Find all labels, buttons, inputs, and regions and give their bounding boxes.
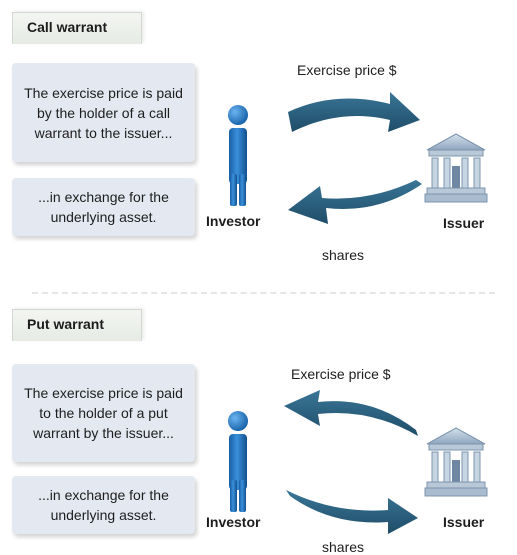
curved-arrow-icon: [284, 390, 418, 436]
call-warrant-exchange-text: ...in exchange for the underlying asset.: [38, 189, 169, 225]
bank-building-icon: [424, 427, 488, 497]
exercise-price-label: Exercise price $: [297, 62, 397, 78]
person-icon: [228, 105, 248, 206]
bank-building-icon: [424, 133, 488, 203]
call-warrant-description-text: The exercise price is paid by the holder…: [24, 84, 183, 141]
shares-label: shares: [322, 247, 365, 263]
issuer-label: Issuer: [443, 215, 485, 231]
shares-label: shares: [322, 539, 365, 555]
exercise-price-label: Exercise price $: [291, 366, 391, 382]
issuer-label: Issuer: [443, 514, 485, 530]
person-icon: [228, 411, 248, 512]
put-warrant-description-text: The exercise price is paid to the holder…: [24, 385, 183, 441]
curved-arrow-icon: [286, 490, 418, 534]
call-warrant-description-box: The exercise price is paid by the holder…: [12, 63, 195, 162]
curved-arrow-icon: [288, 92, 420, 132]
put-warrant-description-box: The exercise price is paid to the holder…: [12, 364, 195, 462]
put-warrant-exchange-box: ...in exchange for the underlying asset.: [12, 476, 195, 534]
call-warrant-tab: Call warrant: [12, 12, 142, 44]
curved-arrow-icon: [288, 180, 422, 224]
section-divider: [32, 292, 495, 294]
put-warrant-tab: Put warrant: [12, 309, 142, 341]
investor-label: Investor: [206, 514, 261, 530]
put-warrant-exchange-text: ...in exchange for the underlying asset.: [38, 487, 169, 523]
investor-label: Investor: [206, 213, 261, 229]
call-warrant-exchange-box: ...in exchange for the underlying asset.: [12, 178, 195, 236]
